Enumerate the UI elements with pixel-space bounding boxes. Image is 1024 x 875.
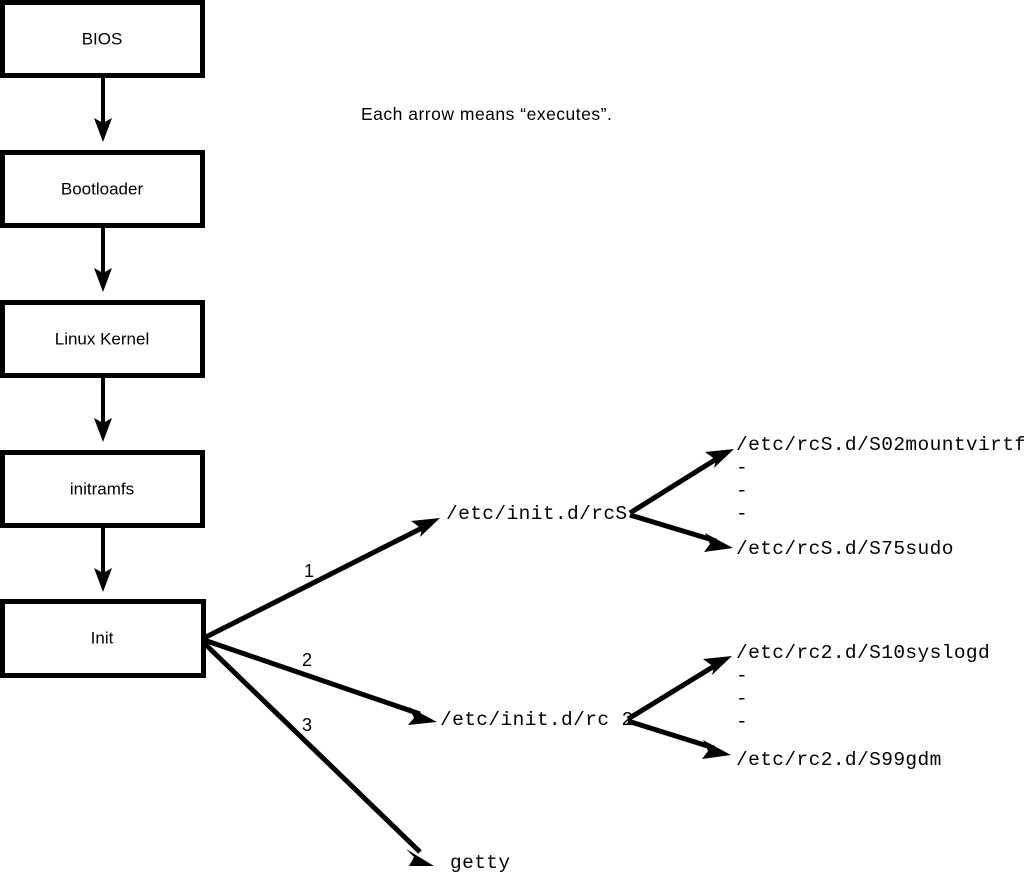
box-linux-kernel-label: Linux Kernel — [55, 329, 150, 348]
edge-number-2: 2 — [302, 650, 312, 670]
vertical-connectors — [94, 76, 112, 592]
box-bios[interactable]: BIOS — [0, 0, 205, 78]
edge-rc2-to-last-script — [627, 718, 715, 751]
rcs-ellipsis-dash-1: - — [736, 457, 748, 479]
arrowhead-rc2-to-first-script — [703, 656, 732, 675]
rc2-ellipsis-dash-1: - — [736, 665, 748, 687]
arrowhead-rc2-to-last-script — [702, 740, 731, 759]
arrowhead-rcs-to-last-script — [704, 533, 733, 552]
rcs-ellipsis-dash-2: - — [736, 480, 748, 502]
rc2-fanout — [626, 656, 732, 759]
label-rcs-last-script: /etc/rcS.d/S75sudo — [736, 538, 954, 560]
box-bios-rect — [0, 0, 205, 78]
label-rc2-first-script: /etc/rc2.d/S10syslogd — [736, 642, 990, 664]
box-init[interactable]: Init — [0, 599, 206, 678]
edge-rcs-to-first-script — [628, 455, 720, 516]
box-initramfs-label: initramfs — [70, 479, 134, 498]
edge-rcs-to-last-script — [629, 512, 717, 544]
box-linux-kernel-rect — [0, 300, 205, 378]
label-getty: getty — [450, 852, 511, 874]
arrowhead-bios-to-bootloader — [94, 118, 112, 142]
init-fanout: 1 2 3 — [202, 518, 440, 866]
edge-rc2-to-first-script — [626, 662, 718, 722]
label-init-d-rc2: /etc/init.d/rc 2 — [440, 709, 634, 731]
box-bios-label: BIOS — [82, 29, 123, 48]
rcs-script-labels: /etc/rcS.d/S02mountvirtfs - - - /etc/rcS… — [736, 434, 1024, 560]
box-init-rect — [0, 599, 206, 678]
box-initramfs-rect — [0, 450, 205, 528]
arrowhead-initramfs-to-init — [94, 568, 112, 592]
arrowhead-init-to-rc2 — [408, 707, 437, 725]
rcs-fanout — [628, 449, 734, 552]
arrowhead-kernel-to-initramfs — [94, 418, 112, 442]
box-bootloader-rect — [0, 150, 205, 228]
diagram-caption: Each arrow means “executes”. — [361, 104, 612, 124]
arrowhead-init-to-rcs — [411, 518, 440, 537]
edge-number-1: 1 — [304, 561, 314, 581]
box-bootloader-label: Bootloader — [61, 179, 144, 198]
process-boxes: BIOS Bootloader Linux Kernel initramfs I… — [0, 0, 206, 678]
box-linux-kernel[interactable]: Linux Kernel — [0, 300, 205, 378]
label-init-d-rcs: /etc/init.d/rcS — [446, 503, 628, 525]
edge-init-to-rc2 — [203, 637, 421, 717]
arrowhead-rcs-to-first-script — [705, 449, 734, 468]
label-rcs-first-script: /etc/rcS.d/S02mountvirtfs — [736, 434, 1024, 456]
rc2-ellipsis-dash-2: - — [736, 688, 748, 710]
arrowhead-bootloader-to-kernel — [94, 268, 112, 292]
arrowhead-init-to-getty — [406, 849, 434, 866]
label-rc2-last-script: /etc/rc2.d/S99gdm — [736, 749, 942, 771]
init-target-labels: /etc/init.d/rcS /etc/init.d/rc 2 getty — [440, 503, 634, 874]
box-initramfs[interactable]: initramfs — [0, 450, 205, 528]
box-init-label: Init — [91, 628, 114, 647]
box-bootloader[interactable]: Bootloader — [0, 150, 205, 228]
rcs-ellipsis-dash-3: - — [736, 503, 748, 525]
edge-number-3: 3 — [302, 715, 312, 735]
rc2-script-labels: /etc/rc2.d/S10syslogd - - - /etc/rc2.d/S… — [736, 642, 990, 771]
edge-init-to-getty — [202, 641, 422, 854]
rc2-ellipsis-dash-3: - — [736, 711, 748, 733]
edge-init-to-rcs — [202, 524, 426, 641]
